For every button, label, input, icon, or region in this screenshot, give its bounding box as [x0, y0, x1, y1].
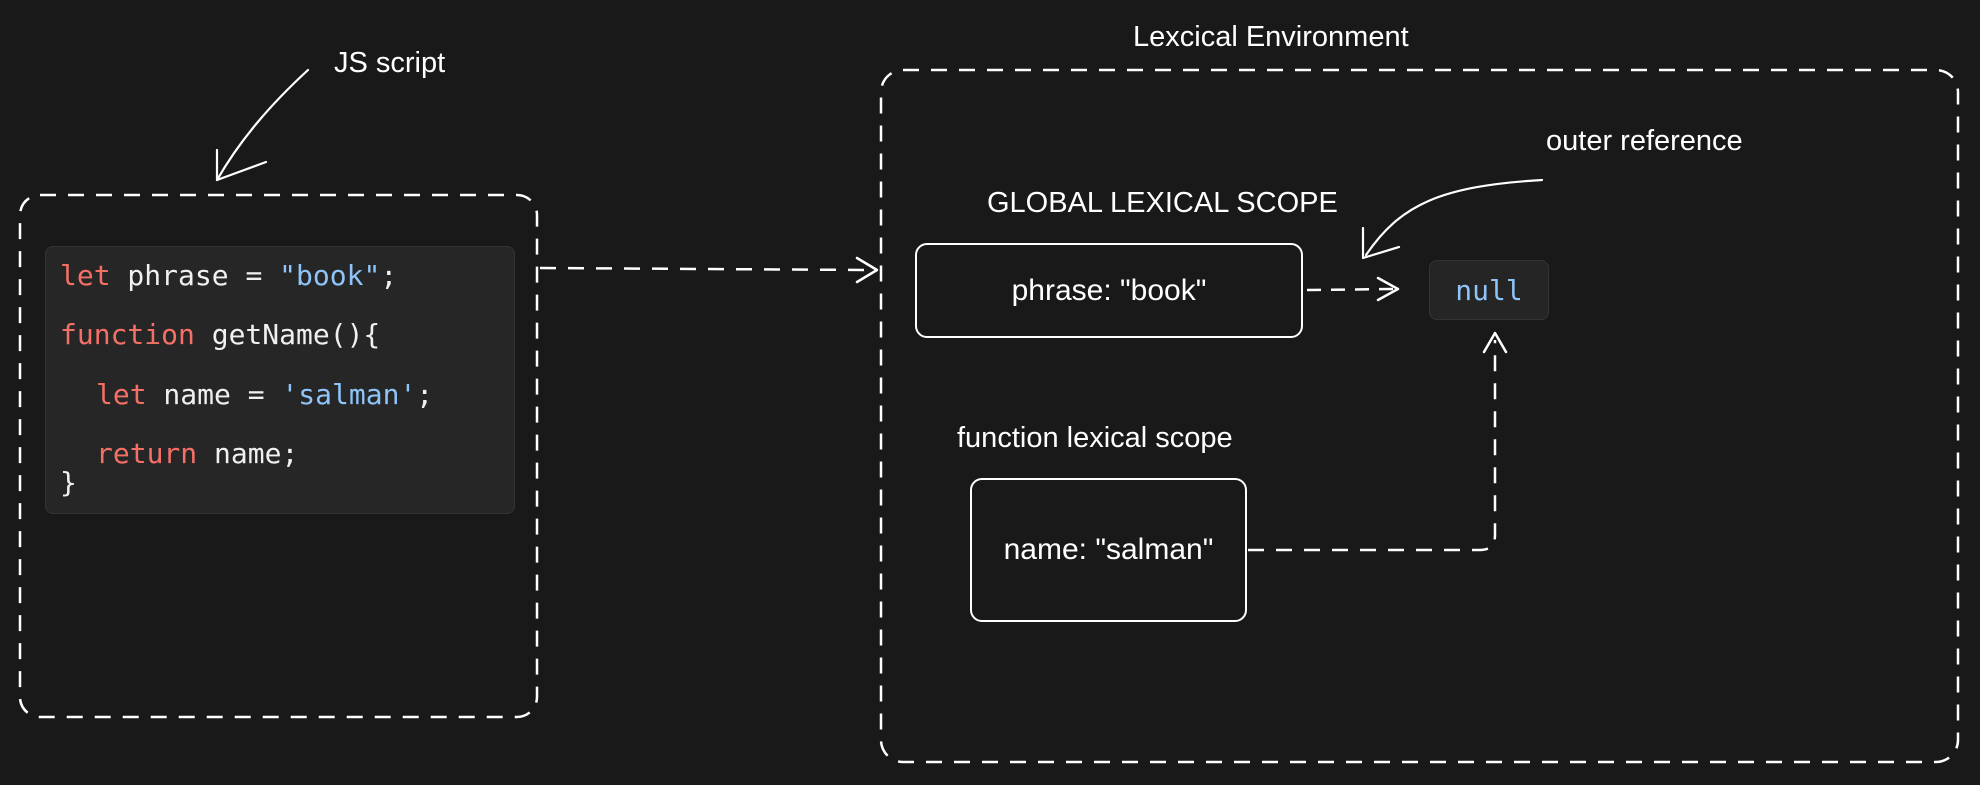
- function-to-null-arrowhead: [1482, 331, 1508, 354]
- code-line-5: }: [60, 466, 77, 499]
- code-string: "book": [279, 259, 381, 292]
- lexical-environment-label: Lexcical Environment: [1133, 21, 1409, 53]
- code-text: getName(){: [194, 318, 381, 351]
- code-keyword: return: [96, 437, 198, 470]
- code-text: ;: [380, 259, 398, 292]
- js-script-pointer-arrowhead: [215, 148, 268, 182]
- function-scope-value: name: "salman": [1003, 533, 1214, 566]
- global-to-null-arrow: [1306, 287, 1396, 292]
- code-line-1: let phrase = "book";: [60, 259, 397, 292]
- code-text: ;: [416, 378, 434, 411]
- outer-reference-arrow: [1364, 178, 1544, 257]
- code-text: }: [60, 466, 77, 499]
- code-line-2: function getName(){: [60, 318, 380, 351]
- code-text: name =: [146, 378, 282, 411]
- js-script-pointer-arrow: [215, 68, 310, 182]
- function-scope-label: function lexical scope: [957, 422, 1233, 454]
- script-to-environment-arrow: [539, 266, 871, 272]
- code-line-4: return name;: [96, 437, 298, 470]
- js-script-label: JS script: [334, 47, 446, 79]
- lexical-environment-container: [879, 68, 1960, 764]
- code-block: let phrase = "book"; function getName(){…: [45, 246, 515, 514]
- null-card: null: [1429, 260, 1549, 320]
- code-string: 'salman': [281, 378, 417, 411]
- code-keyword: let: [96, 378, 147, 411]
- function-to-null-arrow: [1248, 340, 1497, 552]
- code-line-3: let name = 'salman';: [96, 378, 433, 411]
- outer-reference-label: outer reference: [1546, 125, 1743, 157]
- global-to-null-arrowhead: [1376, 276, 1400, 302]
- global-scope-value: phrase: "book": [1011, 273, 1207, 307]
- code-text: name;: [197, 437, 299, 470]
- function-scope-box: name: "salman": [970, 478, 1247, 622]
- global-scope-box: phrase: "book": [915, 243, 1303, 338]
- js-script-container: [18, 193, 539, 719]
- global-scope-label: GLOBAL LEXICAL SCOPE: [987, 187, 1338, 219]
- code-keyword: let: [60, 259, 111, 292]
- code-text: phrase =: [110, 259, 280, 292]
- null-value: null: [1455, 273, 1523, 307]
- outer-reference-arrowhead: [1361, 226, 1401, 260]
- script-to-environment-arrowhead: [855, 256, 879, 284]
- code-keyword: function: [60, 318, 195, 351]
